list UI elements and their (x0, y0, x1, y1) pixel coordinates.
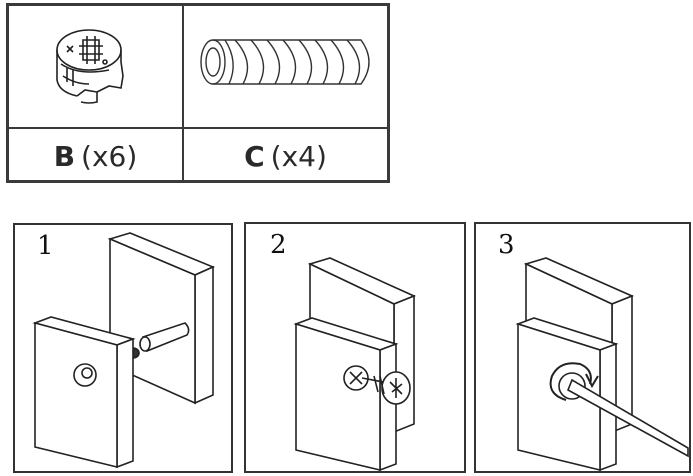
cam-lock-icon (49, 20, 139, 110)
step-2-panel: 2 (244, 222, 466, 473)
step-3-panel: 3 (474, 222, 691, 473)
part-c-label: C (x4) (184, 132, 387, 180)
part-b-label: B (x6) (9, 132, 182, 180)
table-divider-horizontal (9, 127, 387, 129)
insert-cam-bolt-icon (32, 232, 216, 469)
wooden-dowel-icon (195, 32, 381, 92)
step-number: 3 (498, 230, 515, 260)
part-quantity: (x6) (81, 139, 138, 173)
part-letter: C (244, 139, 265, 173)
table-divider-vertical (182, 6, 184, 180)
part-quantity: (x4) (270, 139, 327, 173)
step-1-panel: 1 (13, 223, 233, 473)
part-letter: B (53, 139, 76, 173)
step-number: 2 (270, 230, 287, 260)
step-number: 1 (37, 231, 54, 261)
tighten-cam-lock-icon (515, 257, 689, 471)
join-panels-icon (293, 257, 417, 471)
parts-table: B (x6) C (x4) (6, 3, 390, 183)
